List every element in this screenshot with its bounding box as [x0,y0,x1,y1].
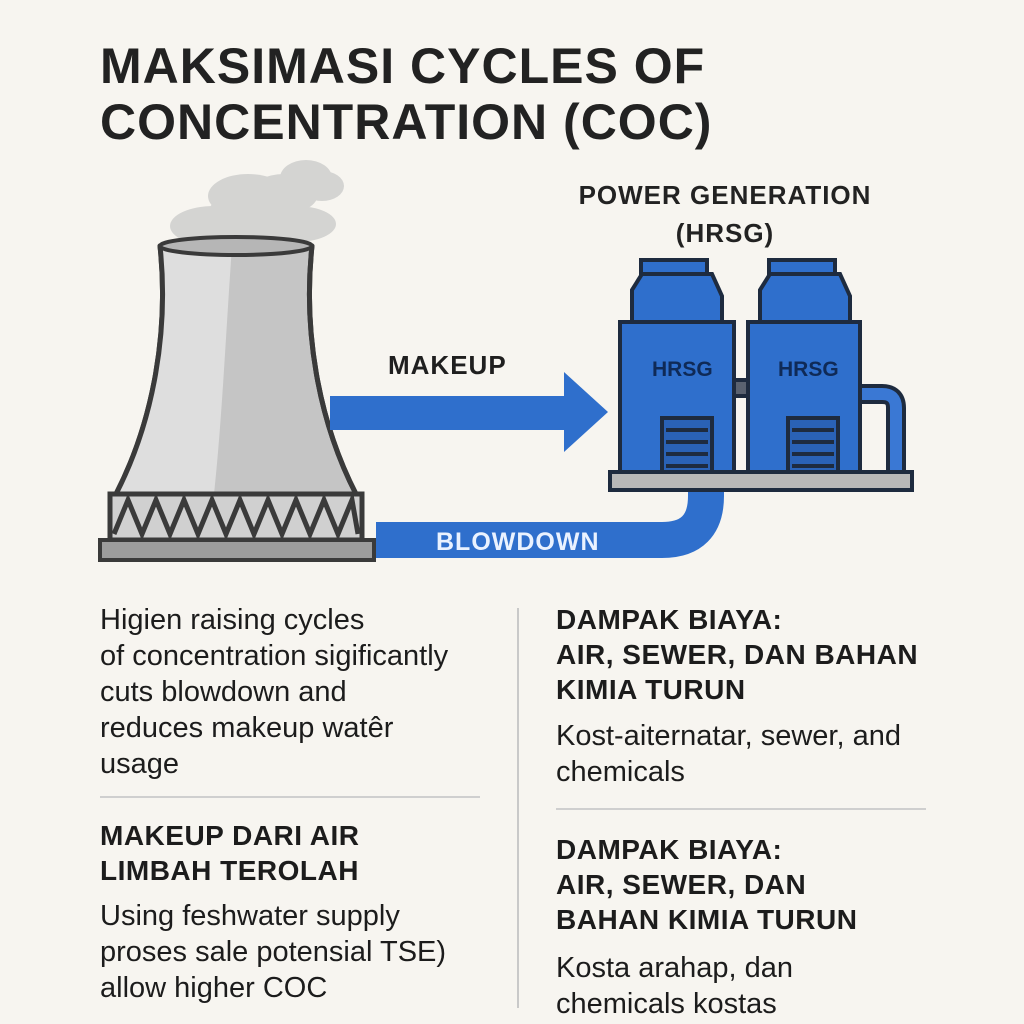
makeup-label: MAKEUP [388,350,507,380]
text-line: chemicals [556,756,685,788]
power-generation-line-2: (HRSG) [675,218,775,248]
hrsg-unit-2-label: HRSG [778,358,839,381]
text-line: Higien raising cycles [100,604,365,636]
heading-line: DAMPAK BIAYA: [556,834,783,865]
text-line: Using feshwater supply [100,900,400,932]
cooling-tower [98,235,376,562]
column-divider [517,608,519,1008]
text-line: chemicals kostas [556,988,777,1020]
page-title: MAKSIMASI CYCLES OF CONCENTRATION (COC) [100,38,960,150]
right-section-divider [556,808,926,810]
title-line-2: CONCENTRATION (COC) [100,94,713,150]
text-line: of concentration sigificantly [100,640,449,672]
right-heading-1: DAMPAK BIAYA: AIR, SEWER, DAN BAHAN KIMI… [556,602,918,707]
hrsg-units [608,258,914,492]
heading-line: AIR, SEWER, DAN BAHAN [556,639,919,670]
title-line-1: MAKSIMASI CYCLES OF [100,38,706,94]
text-line: usage [100,748,180,780]
heading-line: DAMPAK BIAYA: [556,604,783,635]
hrsg-unit-1-label: HRSG [652,358,713,381]
left-paragraph-2: Using feshwater supply proses sale poten… [100,898,446,1006]
blowdown-label: BLOWDOWN [436,528,600,556]
steam-plume [170,160,344,246]
heading-line: AIR, SEWER, DAN [556,869,807,900]
makeup-arrow [330,372,608,452]
text-line: reduces makeup watêr [100,712,394,744]
heading-line: LIMBAH TEROLAH [100,855,359,886]
left-heading-2: MAKEUP DARI AIR LIMBAH TEROLAH [100,818,360,888]
left-section-divider [100,796,480,798]
power-generation-label: POWER GENERATION (HRSG) [560,176,890,252]
left-paragraph-1: Higien raising cycles of concentration s… [100,602,448,782]
heading-line: KIMIA TURUN [556,674,746,705]
text-line: proses sale potensial TSE) [100,936,447,968]
coc-diagram [98,160,914,562]
text-line: cuts blowdown and [100,676,347,708]
text-line: Kost-aiternatar, sewer, and [556,720,901,752]
text-line: allow higher COC [100,972,328,1004]
right-paragraph-2: Kosta arahap, dan chemicals kostas [556,950,793,1022]
heading-line: MAKEUP DARI AIR [100,820,360,851]
right-paragraph-1: Kost-aiternatar, sewer, and chemicals [556,718,901,790]
heading-line: BAHAN KIMIA TURUN [556,904,858,935]
power-generation-line-1: POWER GENERATION [578,180,872,210]
right-heading-2: DAMPAK BIAYA: AIR, SEWER, DAN BAHAN KIMI… [556,832,857,937]
text-line: Kosta arahap, dan [556,952,794,984]
blowdown-pipe [376,478,724,558]
